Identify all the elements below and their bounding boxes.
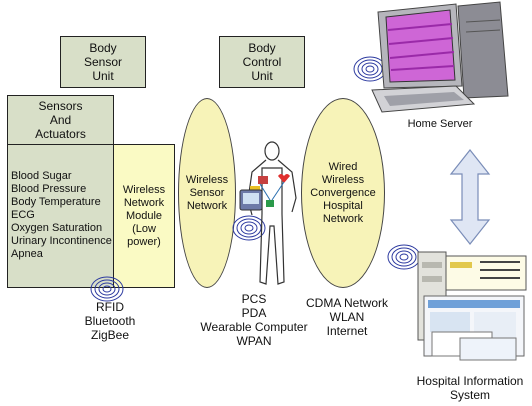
bidirectional-arrow-icon [449,149,491,245]
wireless-sensor-network-ellipse: Wireless Sensor Network [178,98,236,288]
devices-center-text: PCS PDA Wearable Computer WPAN [200,292,308,348]
hospital-system-label: Hospital Information System [408,374,532,402]
wireless-sensor-network-label: Wireless Sensor Network [185,173,229,212]
devices-center-label: PCS PDA Wearable Computer WPAN [194,292,314,348]
sensor-item-blood-pressure: Blood Pressure [11,183,87,195]
wireless-network-module-label: Wireless Network Module (Low power) [122,183,166,248]
wireless-signal-icon-sensor [90,276,124,302]
body-sensor-unit-label: Body Sensor Unit [83,41,123,83]
home-server-label: Home Server [390,118,490,131]
sensors-actuators-header: Sensors And Actuators [7,95,114,145]
wireless-signal-icon-body [232,215,266,241]
home-server-text: Home Server [407,118,473,130]
protocols-left-text: RFID Bluetooth ZigBee [84,300,136,342]
hospital-system-text: Hospital Information System [416,374,524,402]
wireless-signal-icon-hospital [387,244,421,270]
home-server-computer-icon [371,1,509,113]
sensor-item-urinary-incontinence: Urinary Incontinence [11,235,112,247]
sensor-item-ecg: ECG [11,209,35,221]
protocols-left-label: RFID Bluetooth ZigBee [70,300,150,342]
sensors-actuators-label: Sensors And Actuators [35,99,86,141]
body-sensor-unit-box: Body Sensor Unit [60,36,146,88]
body-control-unit-label: Body Control Unit [242,41,282,83]
sensor-item-body-temperature: Body Temperature [11,196,101,208]
networks-right-label: CDMA Network WLAN Internet [295,296,399,338]
human-figure-icon [247,141,297,285]
pda-device-icon [239,189,263,211]
wired-wireless-network-ellipse: Wired Wireless Convergence Hospital Netw… [301,98,385,288]
wired-wireless-network-label: Wired Wireless Convergence Hospital Netw… [310,160,376,225]
networks-right-text: CDMA Network WLAN Internet [305,296,388,338]
sensor-list: Blood Sugar Blood Pressure Body Temperat… [11,170,113,261]
sensor-item-apnea: Apnea [11,248,43,260]
wireless-signal-icon-home [353,56,387,82]
body-control-unit-box: Body Control Unit [219,36,305,88]
hospital-information-system-icon [417,251,527,361]
wireless-network-module-box: Wireless Network Module (Low power) [113,144,175,288]
sensor-item-blood-sugar: Blood Sugar [11,170,72,182]
sensor-list-box: Blood Sugar Blood Pressure Body Temperat… [7,144,114,288]
sensor-item-oxygen-saturation: Oxygen Saturation [11,222,103,234]
